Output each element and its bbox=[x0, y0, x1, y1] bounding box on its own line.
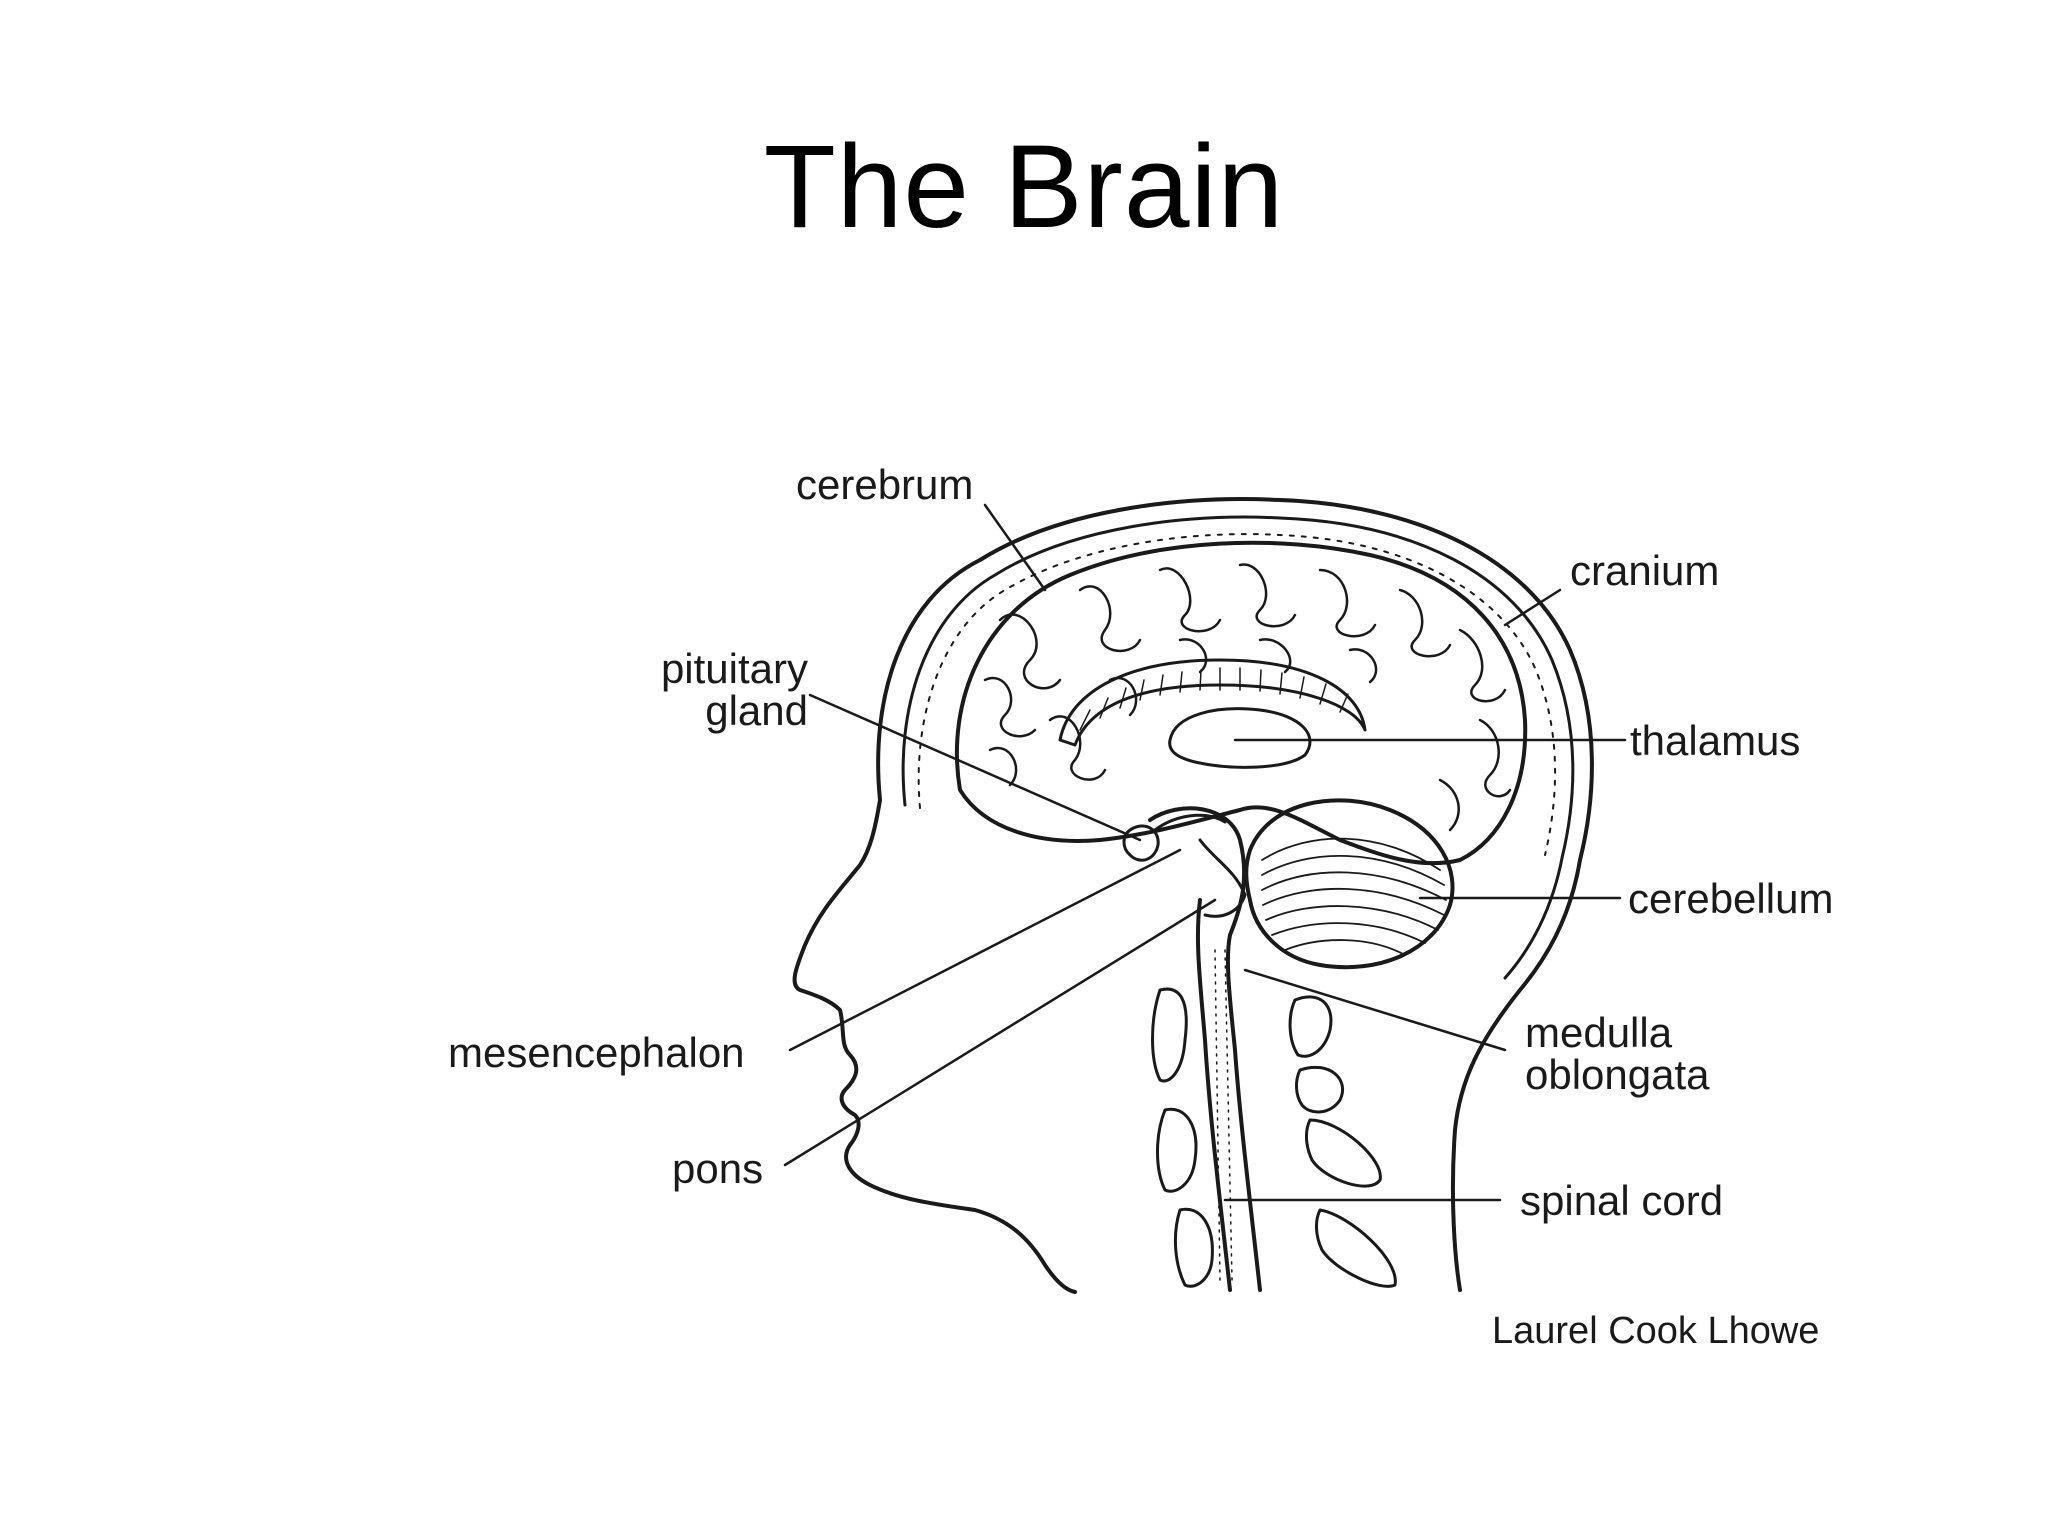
label-medulla-line2: oblongata bbox=[1525, 1054, 1710, 1096]
label-cerebellum: cerebellum bbox=[1628, 878, 1833, 920]
cerebellum-folia bbox=[1262, 839, 1446, 955]
leader-pons bbox=[785, 900, 1215, 1165]
pituitary-shape bbox=[1124, 826, 1158, 860]
label-cerebrum: cerebrum bbox=[796, 464, 973, 506]
leader-medulla bbox=[1245, 970, 1505, 1050]
label-pons: pons bbox=[672, 1148, 763, 1190]
illustration-credit: Laurel Cook Lhowe bbox=[1492, 1310, 1819, 1353]
label-thalamus: thalamus bbox=[1630, 720, 1800, 762]
label-cranium: cranium bbox=[1570, 550, 1719, 592]
leader-pituitary bbox=[810, 695, 1140, 840]
label-medulla-line1: medulla bbox=[1525, 1012, 1672, 1054]
label-spinal-cord: spinal cord bbox=[1520, 1180, 1723, 1222]
label-pituitary-line2: gland bbox=[630, 690, 808, 732]
label-pituitary-line1: pituitary bbox=[630, 648, 808, 690]
label-mesencephalon: mesencephalon bbox=[448, 1032, 745, 1074]
leader-lines bbox=[785, 505, 1625, 1200]
cerebrum-outline bbox=[957, 543, 1525, 863]
cerebrum-gyri bbox=[985, 565, 1510, 830]
vertebrae bbox=[1153, 989, 1396, 1286]
thalamus-shape bbox=[1170, 709, 1310, 768]
face-profile bbox=[795, 800, 1075, 1292]
